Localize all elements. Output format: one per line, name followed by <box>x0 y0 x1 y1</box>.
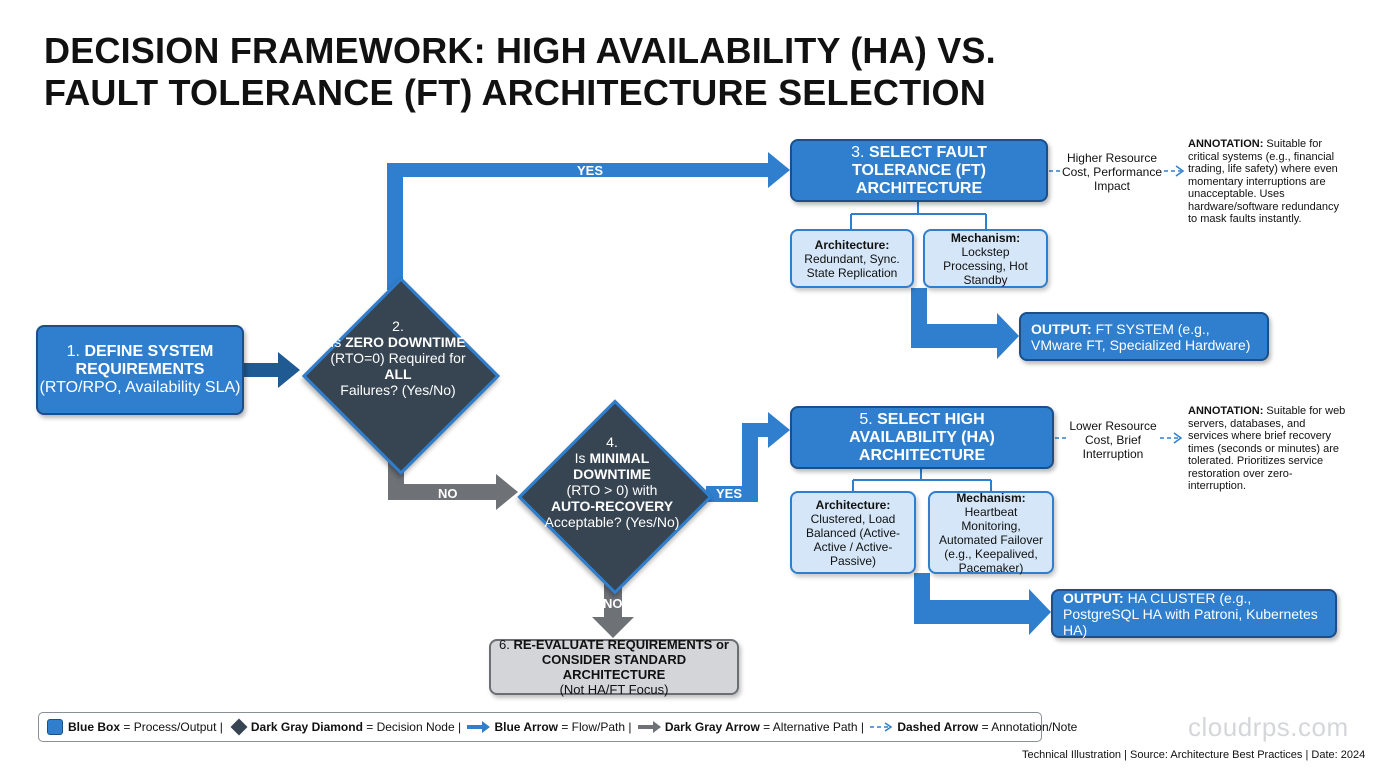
label-no-to-4: NO <box>438 486 458 501</box>
node3-number: 3. <box>851 143 865 161</box>
legend-gray-arrow-label: Dark Gray Arrow <box>664 720 760 734</box>
ha-cost-note: Lower Resource Cost, Brief Interruption <box>1069 419 1157 461</box>
gray-arrow-icon <box>637 721 661 733</box>
node1-subtitle: (RTO/RPO, Availability SLA) <box>39 379 241 396</box>
node2-mid: (RTO=0) Required for <box>330 350 466 366</box>
legend-blue-arrow-text: = Flow/Path | <box>561 720 632 734</box>
dashed-connectors <box>1049 170 1181 439</box>
node2-pre: Is <box>330 334 342 350</box>
legend-blue-arrow-label: Blue Arrow <box>494 720 558 734</box>
ft-mechanism-title: Mechanism: <box>950 230 1021 245</box>
label-no-to-6: NO <box>603 596 623 611</box>
page-title: DECISION FRAMEWORK: HIGH AVAILABILITY (H… <box>44 30 1044 114</box>
node3-title: SELECT FAULT TOLERANCE (FT) ARCHITECTURE <box>852 143 987 197</box>
legend-dashed-arrow-text: = Annotation/Note <box>981 720 1078 734</box>
title-line-1: DECISION FRAMEWORK: HIGH AVAILABILITY (H… <box>44 30 996 71</box>
legend-gray-arrow-text: = Alternative Path | <box>763 720 864 734</box>
ft-output-text: FT SYSTEM (e.g., VMware FT, Specialized … <box>1031 320 1251 353</box>
ha-output-text: HA CLUSTER (e.g., PostgreSQL HA with Pat… <box>1063 589 1318 638</box>
footer-credit: Technical Illustration | Source: Archite… <box>1022 749 1366 761</box>
dashed-arrowhead-ha <box>1173 432 1183 444</box>
ft-output-box: OUTPUT: FT SYSTEM (e.g., VMware FT, Spec… <box>1019 312 1269 361</box>
legend-blue-arrow: Blue Arrow = Flow/Path | <box>467 720 632 734</box>
ft-annotation-text: Suitable for critical systems (e.g., fin… <box>1188 138 1340 225</box>
arrow-ha-output <box>914 573 1051 635</box>
ha-mechanism-text: Heartbeat Monitoring, Automated Failover… <box>938 504 1044 575</box>
node4-text: 4. Is MINIMAL DOWNTIME (RTO > 0) with AU… <box>534 434 690 530</box>
dashed-arrow-icon <box>869 722 893 732</box>
legend-diamond-text: = Decision Node | <box>366 720 462 734</box>
node2-post: Failures? (Yes/No) <box>340 382 456 398</box>
node-define-requirements: 1. DEFINE SYSTEM REQUIREMENTS (RTO/RPO, … <box>36 325 244 415</box>
ha-annotation-label: ANNOTATION: <box>1188 405 1264 417</box>
dashed-arrowhead-ft <box>1175 165 1185 177</box>
ft-mechanism-box: Mechanism: Lockstep Processing, Hot Stan… <box>923 229 1048 288</box>
node4-bold-2: AUTO-RECOVERY <box>550 498 674 514</box>
ha-bracket <box>852 469 992 491</box>
ha-output-label: OUTPUT: <box>1063 589 1124 606</box>
arrow-2-no-to-4 <box>388 455 518 510</box>
label-yes-ft: YES <box>577 163 604 178</box>
ft-bracket <box>850 202 987 229</box>
ha-annotation-text: Suitable for web servers, databases, and… <box>1188 405 1346 492</box>
blue-arrow-icon <box>467 721 491 733</box>
node1-number: 1. <box>66 343 80 360</box>
ha-architecture-box: Architecture: Clustered, Load Balanced (… <box>790 491 916 574</box>
node2-text: 2. Is ZERO DOWNTIME (RTO=0) Required for… <box>320 318 476 398</box>
ha-mechanism-title: Mechanism: <box>956 490 1026 505</box>
node2-number: 2. <box>392 318 404 334</box>
arrow-4-yes-to-5 <box>706 412 790 502</box>
legend-diamond: Dark Gray Diamond = Decision Node | <box>229 718 462 736</box>
node-select-ft: 3. SELECT FAULT TOLERANCE (FT) ARCHITECT… <box>790 139 1048 202</box>
legend-gray-arrow: Dark Gray Arrow = Alternative Path | <box>637 720 864 734</box>
node4-bold-1: MINIMAL DOWNTIME <box>573 450 651 482</box>
node2-bold-2: ALL <box>384 366 412 382</box>
arrow-4-no-to-6 <box>592 582 634 638</box>
node4-pre: Is <box>574 450 586 466</box>
ft-architecture-text: Redundant, Sync. State Replication <box>804 251 900 280</box>
node6-number: 6. <box>499 637 510 652</box>
legend-blue-box-text: = Process/Output | <box>123 720 223 734</box>
blue-box-swatch-icon <box>47 719 63 735</box>
node-select-ha: 5. SELECT HIGH AVAILABILITY (HA) ARCHITE… <box>790 406 1054 469</box>
ha-architecture-text: Clustered, Load Balanced (Active-Active … <box>805 511 901 568</box>
node4-post: Acceptable? (Yes/No) <box>544 514 680 530</box>
arrow-1-to-2 <box>244 352 300 388</box>
arrow-ft-output <box>911 288 1019 359</box>
legend-diamond-label: Dark Gray Diamond <box>250 720 363 734</box>
legend-blue-box: Blue Box = Process/Output | <box>47 719 223 735</box>
node4-number: 4. <box>606 434 618 450</box>
diamond-swatch-icon <box>230 718 248 736</box>
node6-title: RE-EVALUATE REQUIREMENTS or CONSIDER STA… <box>513 637 729 682</box>
ha-architecture-title: Architecture: <box>815 497 891 512</box>
title-line-2: FAULT TOLERANCE (FT) ARCHITECTURE SELECT… <box>44 72 986 113</box>
label-yes-ha: YES <box>716 486 743 501</box>
node5-title: SELECT HIGH AVAILABILITY (HA) ARCHITECTU… <box>849 410 995 464</box>
ft-output-label: OUTPUT: <box>1031 320 1092 337</box>
ha-output-box: OUTPUT: HA CLUSTER (e.g., PostgreSQL HA … <box>1051 589 1337 638</box>
ft-architecture-title: Architecture: <box>814 237 890 252</box>
node2-bold-1: ZERO DOWNTIME <box>345 334 466 350</box>
ha-annotation: ANNOTATION: Suitable for web servers, da… <box>1188 405 1348 493</box>
ft-annotation: ANNOTATION: Suitable for critical system… <box>1188 138 1346 226</box>
ft-architecture-box: Architecture: Redundant, Sync. State Rep… <box>790 229 914 288</box>
legend-dashed-arrow-label: Dashed Arrow <box>897 720 979 734</box>
node1-title: DEFINE SYSTEM REQUIREMENTS <box>75 343 214 378</box>
legend-dashed-arrow: Dashed Arrow = Annotation/Note <box>869 720 1078 734</box>
node6-subtitle: (Not HA/FT Focus) <box>559 682 669 697</box>
node-re-evaluate: 6. RE-EVALUATE REQUIREMENTS or CONSIDER … <box>489 637 739 697</box>
legend: Blue Box = Process/Output | Dark Gray Di… <box>38 712 1077 742</box>
ha-mechanism-box: Mechanism: Heartbeat Monitoring, Automat… <box>928 490 1054 575</box>
arrow-2-yes-to-3 <box>387 152 790 290</box>
node4-mid: (RTO > 0) with <box>566 482 658 498</box>
legend-blue-box-label: Blue Box <box>68 720 121 734</box>
ft-mechanism-text: Lockstep Processing, Hot Standby <box>943 244 1028 287</box>
watermark: cloudrps.com <box>1188 712 1349 742</box>
node5-number: 5. <box>859 410 873 428</box>
ft-annotation-label: ANNOTATION: <box>1188 138 1264 150</box>
ft-cost-note: Higher Resource Cost, Performance Impact <box>1061 151 1163 193</box>
